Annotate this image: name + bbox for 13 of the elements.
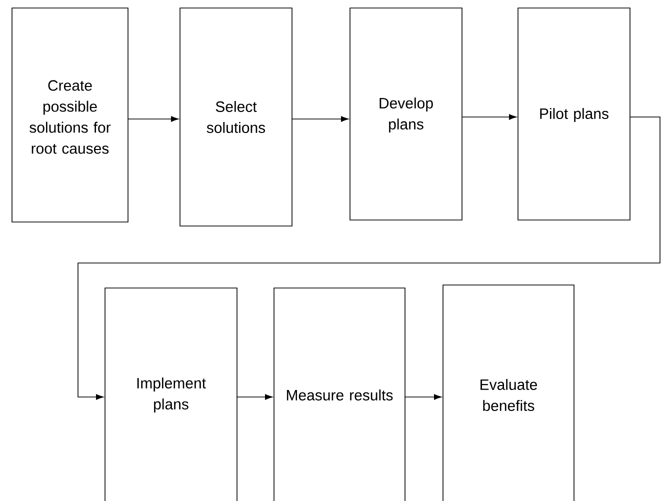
- process-box: Select solutions: [180, 8, 292, 226]
- arrow: [404, 394, 442, 400]
- arrow: [462, 114, 517, 120]
- process-box: Measure results: [274, 288, 406, 501]
- arrow: [292, 116, 349, 122]
- process-box: Evaluate benefits: [442, 284, 574, 501]
- process-box: Develop plans: [350, 8, 462, 220]
- arrow: [236, 394, 273, 400]
- process-box: Implement plans: [104, 288, 238, 501]
- arrow: [128, 116, 179, 122]
- arrow: [78, 116, 660, 400]
- process-box: Pilot plans: [518, 8, 630, 220]
- process-box: Create possible solutions for root causes: [12, 8, 128, 222]
